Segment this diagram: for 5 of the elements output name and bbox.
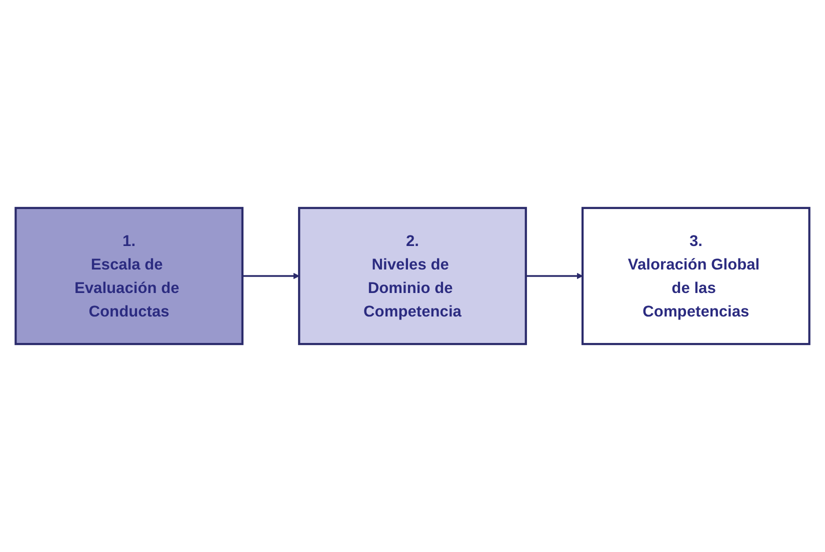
node-box: 1. Escala de Evaluación de Conductas — [14, 206, 244, 346]
arrow — [526, 272, 583, 280]
arrow — [242, 272, 300, 280]
node-box: 3. Valoración Global de las Competencias — [582, 206, 810, 346]
node-box: 2. Niveles de Dominio de Competencia — [298, 206, 527, 346]
